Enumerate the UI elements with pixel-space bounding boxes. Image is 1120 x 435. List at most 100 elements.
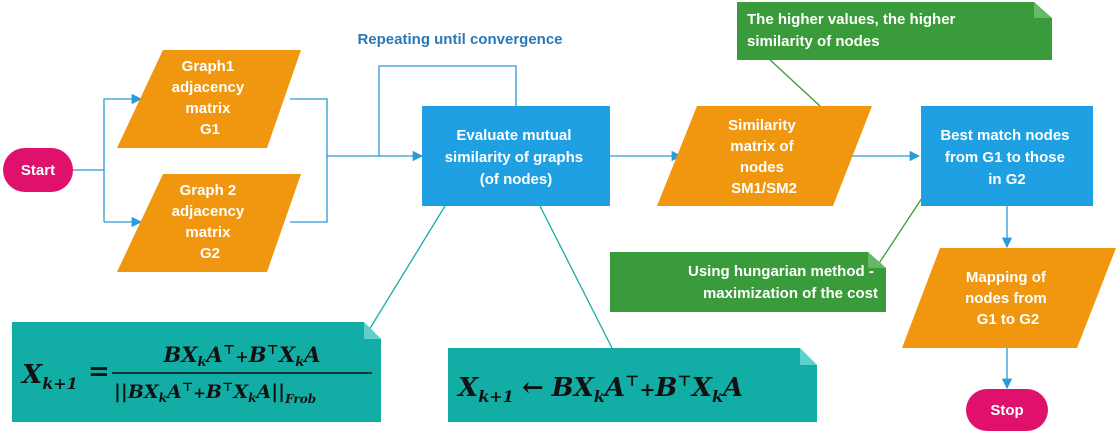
formula-sub: k xyxy=(198,355,207,370)
svg-text:Similarity matrix of: Similarity matrix of nodes SM1/SM2 xyxy=(728,117,800,197)
graph-merge-connector xyxy=(290,98,328,223)
update-term: BX xyxy=(551,373,596,403)
graph2-input-node: Graph 2 adjacency matrix G2 xyxy=(117,174,301,272)
update-transpose: ⊤ xyxy=(677,372,691,390)
formula-term: BX xyxy=(127,381,160,403)
formula-equals: = xyxy=(88,357,110,387)
formula-plus: + xyxy=(193,384,206,402)
update-term: X xyxy=(690,373,714,403)
svg-text:Evaluate mutual similari: Evaluate mutual similarity of graphs (of… xyxy=(445,127,588,188)
similarity-matrix-node: Similarity matrix of nodes SM1/SM2 xyxy=(657,106,872,206)
formula-term: X xyxy=(232,381,249,403)
formula-transpose: ⊤ xyxy=(182,380,194,394)
update-sub: k xyxy=(594,387,605,406)
note-hungarian-method: Using hungarian method - maximization of… xyxy=(610,252,886,312)
stop-node: Stop xyxy=(966,389,1048,431)
svg-text:Best match nodes from G1: Best match nodes from G1 to those in G2 xyxy=(940,127,1073,188)
formula-term: A xyxy=(302,342,320,367)
graph1-label-line: adjacency xyxy=(172,79,245,96)
formula-term: A xyxy=(255,381,272,403)
evaluate-process-node: Evaluate mutual similarity of graphs (of… xyxy=(422,106,610,206)
stop-label: Stop xyxy=(990,402,1023,419)
formula-normalized-update: Xk+1 = BXkA⊤+B⊤XkA ||BXkA⊤+B⊤XkA||Frob xyxy=(12,322,381,422)
note-higher-values-line: The higher values, the higher xyxy=(747,11,956,28)
update-plus: + xyxy=(639,379,655,401)
svg-text:Mapping of nodes from: Mapping of nodes from G1 to G2 xyxy=(965,269,1051,328)
svg-text:||BXkA⊤+B⊤XkA||Frob: ||BXkA⊤+B⊤XkA||Frob xyxy=(114,380,316,406)
formula-sub: k xyxy=(248,391,256,405)
convergence-loop xyxy=(378,65,517,156)
svg-text:BXkA⊤+B⊤XkA: BXkA⊤+B⊤XkA xyxy=(162,342,320,370)
graph2-label-line: adjacency xyxy=(172,203,245,220)
graph1-input-node: Graph1 adjacency matrix G1 xyxy=(117,50,301,148)
callout-line-formula-right xyxy=(539,205,613,349)
similarity-matrix-label-line: nodes xyxy=(740,159,784,176)
update-transpose: ⊤ xyxy=(625,372,639,390)
update-lhs-symbol: X xyxy=(456,373,480,403)
formula-plus: + xyxy=(235,347,248,366)
start-label: Start xyxy=(21,162,55,179)
evaluate-label-line: similarity of graphs xyxy=(445,149,583,166)
graph2-label-line: G2 xyxy=(200,245,220,262)
best-match-label-line: in G2 xyxy=(988,171,1026,188)
svg-text:Using hungarian method -: Using hungarian method - maximization of… xyxy=(688,263,878,302)
formula-norm-subscript: Frob xyxy=(284,392,316,406)
graph2-label-line: Graph 2 xyxy=(180,182,237,199)
update-term: A xyxy=(602,373,625,403)
graph1-label-line: matrix xyxy=(185,100,231,117)
graph2-label-line: matrix xyxy=(185,224,231,241)
note-higher-values: The higher values, the higher similarity… xyxy=(737,2,1052,60)
update-sub: k xyxy=(712,387,723,406)
loop-label: Repeating until convergence xyxy=(357,31,562,48)
callout-line-higher-values xyxy=(767,57,821,107)
formula-update-rule: Xk+1←BXkA⊤+B⊤XkA xyxy=(448,348,817,422)
formula-sub: k xyxy=(159,391,167,405)
svg-text:Xk+1←BXkA⊤+B⊤XkA: Xk+1←BXkA⊤+B⊤XkA xyxy=(456,372,743,406)
svg-text:The higher values, the higher: The higher values, the higher similarity… xyxy=(747,11,960,50)
formula-lhs-symbol: X xyxy=(20,360,44,390)
best-match-label-line: from G1 to those xyxy=(945,149,1065,166)
formula-sub: k xyxy=(295,355,304,370)
formula-term: X xyxy=(277,342,296,367)
formula-term: A xyxy=(165,381,182,403)
update-term: B xyxy=(654,373,677,403)
mapping-output-node: Mapping of nodes from G1 to G2 xyxy=(902,248,1116,348)
update-arrow: ← xyxy=(522,373,544,403)
note-hungarian-line: maximization of the cost xyxy=(703,285,878,302)
svg-text:Graph1 adjacency m: Graph1 adjacency matrix G1 xyxy=(172,58,249,138)
formula-term: B xyxy=(248,342,267,367)
similarity-matrix-label-line: matrix of xyxy=(730,138,794,155)
callout-line-formula-left xyxy=(368,205,446,331)
evaluate-label-line: (of nodes) xyxy=(480,171,553,188)
callout-line-hungarian xyxy=(871,197,923,275)
graph1-label-line: Graph1 xyxy=(182,58,235,75)
formula-transpose: ⊤ xyxy=(223,343,235,358)
formula-term: BX xyxy=(162,342,198,367)
note-hungarian-line: Using hungarian method - xyxy=(688,263,874,280)
graph1-label-line: G1 xyxy=(200,121,220,138)
arrow-to-graph1 xyxy=(103,93,143,222)
svg-text:Xk+1: Xk+1 xyxy=(20,360,78,393)
similarity-matrix-label-line: Similarity xyxy=(728,117,796,134)
formula-norm-bars: || xyxy=(114,381,128,403)
update-lhs-subscript: k+1 xyxy=(478,387,514,406)
formula-transpose: ⊤ xyxy=(222,380,234,394)
formula-term: A xyxy=(205,342,223,367)
svg-text:Graph 2 adjacency: Graph 2 adjacency matrix G2 xyxy=(172,182,249,262)
similarity-matrix-label-line: SM1/SM2 xyxy=(731,180,797,197)
best-match-label-line: Best match nodes xyxy=(940,127,1069,144)
update-term: A xyxy=(720,373,743,403)
formula-term: B xyxy=(205,381,222,403)
formula-norm-bars: || xyxy=(271,381,285,403)
mapping-label-line: G1 to G2 xyxy=(977,311,1040,328)
note-higher-values-line: similarity of nodes xyxy=(747,33,880,50)
mapping-label-line: nodes from xyxy=(965,290,1047,307)
connectors xyxy=(73,57,1013,390)
formula-transpose: ⊤ xyxy=(266,343,278,358)
mapping-label-line: Mapping of xyxy=(966,269,1047,286)
start-node: Start xyxy=(3,148,73,192)
evaluate-label-line: Evaluate mutual xyxy=(456,127,571,144)
formula-lhs-subscript: k+1 xyxy=(42,374,78,393)
best-match-process-node: Best match nodes from G1 to those in G2 xyxy=(921,106,1093,206)
